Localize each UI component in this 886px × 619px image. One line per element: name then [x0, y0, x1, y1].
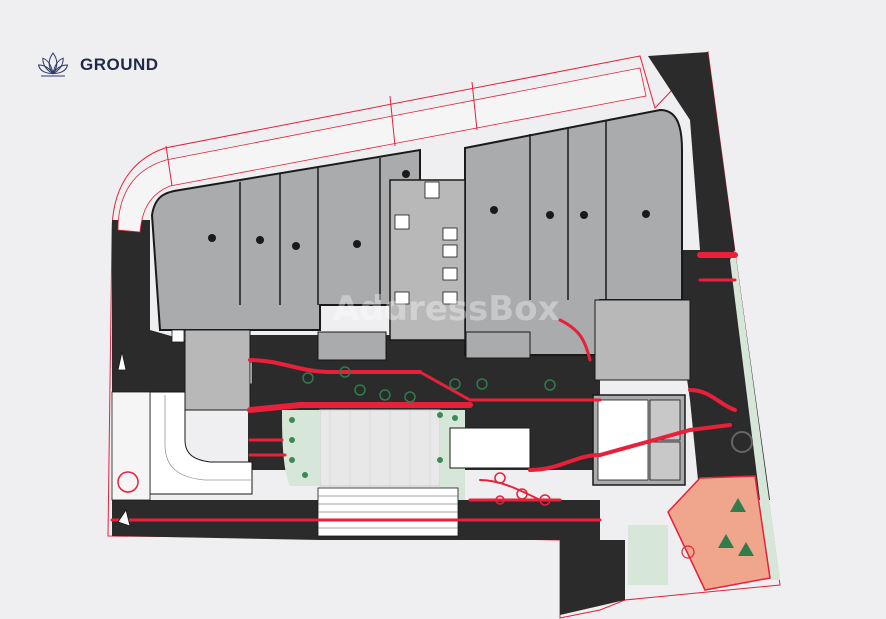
ramp-west	[149, 391, 253, 495]
kids-play-area	[667, 475, 771, 591]
watermark-text: AddressBox	[333, 289, 560, 329]
north-arrow-icon	[117, 351, 127, 371]
central-core	[389, 179, 466, 341]
plaza-paving	[329, 410, 431, 486]
central-plaza	[319, 409, 441, 487]
east-road	[680, 250, 770, 500]
service-block-1	[317, 331, 387, 361]
driveway-right	[648, 52, 735, 250]
stair-east	[594, 299, 691, 381]
columns	[208, 170, 650, 250]
south-east-lot	[560, 540, 625, 615]
play-equipment	[718, 498, 754, 556]
red-trees	[494, 472, 551, 506]
entry-arrow-icon	[117, 509, 131, 527]
landscape-west	[282, 410, 320, 486]
trees	[302, 366, 556, 403]
driveway-left	[112, 220, 185, 392]
stair-west	[184, 329, 251, 411]
retail-block-west	[150, 148, 421, 331]
floor-title: GROUND	[80, 55, 159, 74]
lawn-south	[628, 525, 668, 585]
landscape-strip-east	[730, 250, 780, 580]
service-block-2	[465, 331, 531, 359]
red-walkways	[110, 252, 738, 522]
lotus-logo-icon	[37, 52, 69, 77]
entrance-lobby	[449, 427, 531, 469]
shop-partitions	[239, 120, 607, 305]
planter-dots	[289, 412, 458, 478]
footpath-north	[117, 67, 647, 233]
floor-header: GROUND	[36, 48, 159, 82]
